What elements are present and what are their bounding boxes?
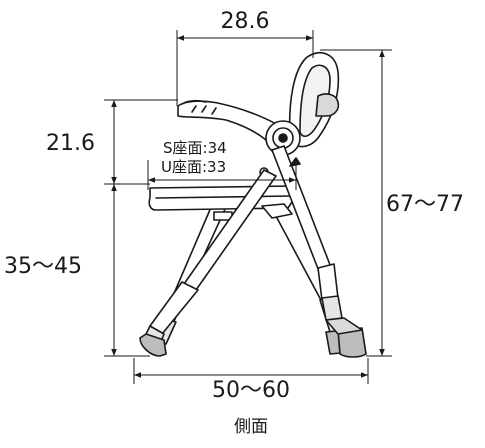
seat-depth-s-label: S座面:34 bbox=[163, 139, 227, 157]
chair-drawing bbox=[139, 51, 367, 358]
armrest-height-label: 21.6 bbox=[46, 131, 95, 156]
front-leg-front bbox=[139, 169, 277, 357]
figure-caption: 側面 bbox=[234, 417, 268, 437]
seat-depth-u-label: U座面:33 bbox=[161, 158, 226, 176]
dimension-labels: 28.6 21.6 S座面:34 U座面:33 35〜45 67〜77 50〜6… bbox=[4, 9, 464, 437]
total-height-label: 67〜77 bbox=[386, 192, 464, 217]
base-width-label: 50〜60 bbox=[212, 378, 290, 403]
backrest bbox=[288, 51, 340, 148]
rear-leg-front bbox=[271, 145, 367, 358]
dimension-lines bbox=[104, 30, 392, 384]
seat-height-label: 35〜45 bbox=[4, 254, 82, 279]
latch-detail bbox=[289, 157, 301, 167]
top-width-label: 28.6 bbox=[221, 9, 270, 34]
